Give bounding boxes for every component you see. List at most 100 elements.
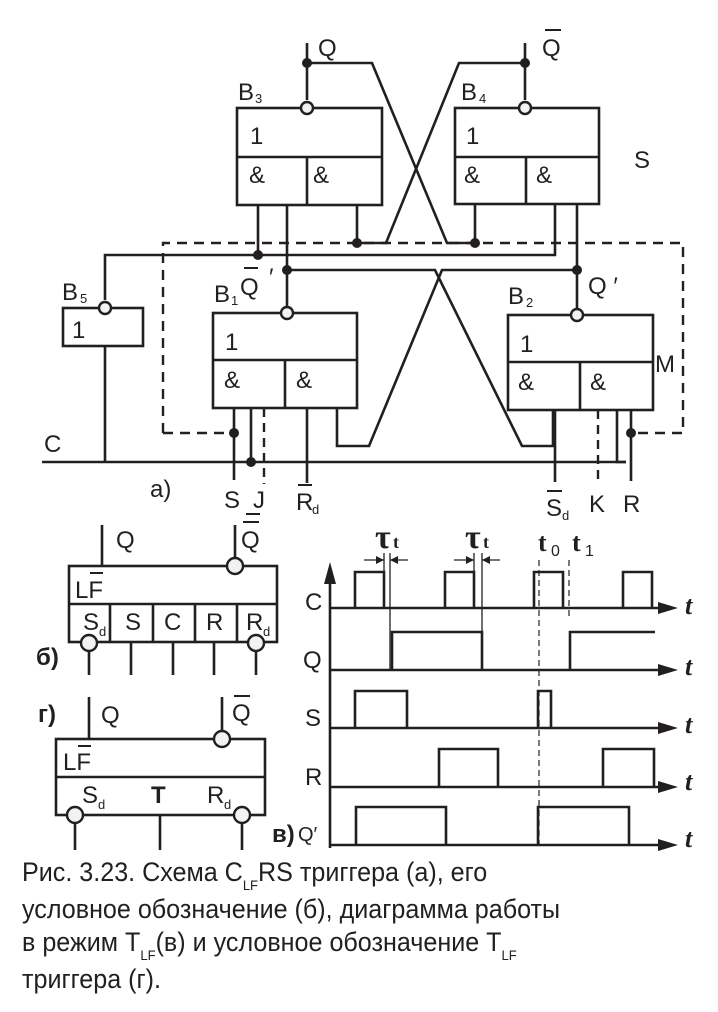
caption-sub: LF	[501, 947, 517, 963]
master-boundary	[161, 241, 685, 435]
timing-label-r: R	[305, 764, 322, 791]
marker-t0-sub: 0	[551, 543, 560, 560]
timing-label-qprime: Q′	[298, 824, 318, 846]
axis-t-q: t	[685, 652, 693, 681]
input-k-label: K	[589, 491, 605, 518]
axis-arrow-up	[324, 562, 336, 584]
output-qbar-label: Q	[542, 35, 561, 62]
pulse-c	[443, 570, 476, 608]
pulse-r	[437, 747, 500, 787]
pulse-c	[353, 570, 386, 608]
timing-label-s: S	[305, 705, 321, 732]
gate-b1: 1 & & B 1	[211, 281, 359, 410]
gate-b4-or: 1	[466, 123, 479, 150]
caption-text: (в) и условное обозначение T	[155, 927, 502, 957]
gate-b5-sub: 5	[80, 291, 87, 306]
timing-label-q: Q	[303, 647, 322, 674]
caption-text: в режим T	[22, 927, 141, 957]
symbol-g-type-label: LF	[63, 749, 91, 776]
gate-b1-or: 1	[225, 329, 238, 356]
symbol-b: Q Q LF S d S C R R d б)	[36, 521, 279, 675]
q-prime-label: Q ′	[588, 273, 618, 300]
output-q-label: Q	[318, 35, 337, 62]
symbol-g-pin-rd: R	[207, 782, 224, 809]
figure-caption: Рис. 3.23. Схема CLFRS триггера (а), его…	[22, 856, 664, 996]
part-g-label: г)	[38, 701, 56, 728]
gate-b4-and-left: &	[464, 162, 480, 189]
input-r-label: R	[623, 491, 640, 518]
pulse-r	[601, 747, 656, 787]
symbol-b-q-label: Q	[116, 527, 135, 554]
pulse-q	[568, 630, 655, 670]
caption-line-2: условное обозначение (б), диаграмма рабо…	[22, 894, 561, 924]
gate-b4-and-right: &	[536, 162, 552, 189]
time-axis-arrow-s	[658, 722, 678, 734]
caption-text: RS триггера (а), его	[258, 857, 488, 887]
tau-sub-2: t	[483, 532, 489, 552]
qbar-prime-mark: ′	[269, 264, 274, 291]
marker-t1-sub: 1	[585, 543, 594, 560]
gate-b2-label: B	[508, 283, 524, 310]
timing-label-c: C	[305, 589, 322, 616]
gate-b1-and-left: &	[224, 367, 240, 394]
pulse-s	[536, 689, 553, 728]
master-label: M	[655, 351, 675, 378]
symbol-b-pin-sd-sub: d	[99, 624, 106, 639]
marker-t0: t	[538, 528, 547, 557]
axis-t-c: t	[685, 591, 693, 620]
axis-t-r: t	[685, 767, 693, 796]
axis-t-qprime: t	[685, 824, 693, 853]
symbol-g-pin-t: T	[151, 782, 166, 809]
symbol-b-pin-sd: S	[83, 609, 99, 636]
part-b-label: б)	[36, 644, 59, 671]
circuit-a: 1 & & B 3 1 & & B 4 S Q Q	[42, 29, 685, 523]
pulse-q	[390, 630, 484, 670]
pulse-s	[353, 689, 409, 728]
gate-b3-sub: 3	[255, 91, 262, 106]
time-axis-arrow-q	[658, 664, 678, 676]
symbol-b-type-label: LF	[75, 577, 103, 604]
tau-arrowhead	[482, 556, 490, 564]
input-sd-label: S	[546, 495, 562, 522]
gate-b1-label: B	[214, 281, 230, 308]
part-a-label: а)	[150, 476, 171, 503]
gate-b1-and-right: &	[296, 367, 312, 394]
gate-b4-label: B	[461, 79, 477, 106]
qbar-prime-label: Q	[240, 274, 259, 301]
caption-line-3: в режим TLF(в) и условное обозначение TL…	[22, 926, 664, 963]
gate-b2: 1 & & B 2	[506, 283, 655, 412]
symbol-b-pin-r: R	[206, 609, 223, 636]
tau-arrowhead	[466, 556, 474, 564]
pulse-c	[621, 570, 654, 608]
tau-label-1: τ	[375, 519, 391, 556]
axis-t-s: t	[685, 710, 693, 739]
pulse-qprime	[536, 805, 631, 845]
gate-b3-and-right: &	[313, 162, 329, 189]
time-axis-arrow-r	[658, 781, 678, 793]
symbol-g-pin-sd: S	[82, 782, 98, 809]
symbol-b-pin-c: C	[164, 609, 181, 636]
pulse-c	[532, 570, 565, 608]
gate-b2-and-left: &	[518, 369, 534, 396]
symbol-b-qbar-label: Q	[241, 527, 260, 554]
symbol-g-pin-sd-sub: d	[98, 797, 105, 812]
gate-b3-or: 1	[250, 123, 263, 150]
gate-b3-label: B	[238, 79, 254, 106]
caption-line-1: Рис. 3.23. Схема CLFRS триггера (а), его	[22, 856, 664, 893]
symbol-b-pin-s: S	[125, 609, 141, 636]
symbol-g-qbar-label: Q	[232, 700, 251, 727]
tau-arrowhead	[390, 556, 398, 564]
part-v-label: в)	[272, 821, 295, 848]
slave-label: S	[634, 147, 650, 174]
gate-b1-sub: 1	[231, 293, 238, 308]
time-axis-arrow-qprime	[658, 839, 678, 851]
gate-b5-func: 1	[72, 317, 85, 344]
input-sd-sub: d	[562, 508, 569, 523]
caption-sub: LF	[140, 947, 156, 963]
time-axis-arrow-c	[658, 602, 678, 614]
symbol-g: Q Q LF S d T R d г)	[38, 695, 267, 850]
gate-b2-and-right: &	[590, 369, 606, 396]
input-j-label: J	[253, 487, 265, 514]
caption-sub: LF	[242, 877, 259, 893]
